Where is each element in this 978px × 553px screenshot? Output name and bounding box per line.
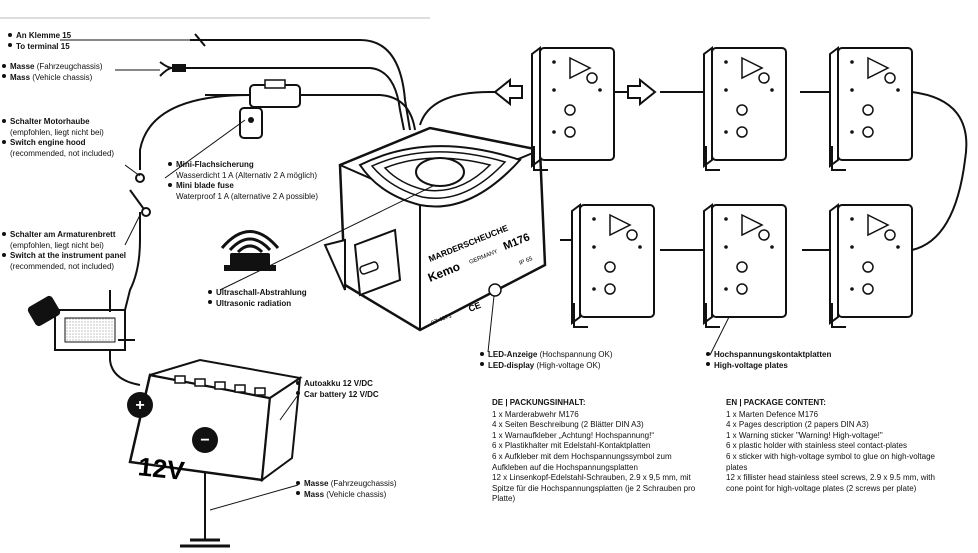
label-ultrasonic: Ultraschall-Abstrahlung Ultrasonic radia… <box>208 288 307 309</box>
package-heading-de: DE | PACKUNGSINHALT: <box>492 398 586 407</box>
kemo-m176-device <box>323 126 547 332</box>
wire-fuse <box>205 94 416 131</box>
mass-terminal-icon <box>159 61 186 77</box>
wire-hood <box>139 94 251 170</box>
ultrasonic-icon <box>220 230 280 271</box>
package-heading-en: EN | PACKAGE CONTENT: <box>726 398 826 407</box>
wire-loop-right <box>911 91 968 251</box>
list-item: 1 x Marderabwehr M176 <box>492 409 579 419</box>
screw-icon <box>586 72 598 84</box>
screw-icon <box>862 261 874 273</box>
list-item: 12 x Linsenkopf-Edelstahl-Schrauben, 2.9… <box>492 473 696 504</box>
list-item: 6 x Plastikhalter mit Edelstahl-Kontaktp… <box>492 441 651 451</box>
screw-icon <box>564 104 576 116</box>
hv-plate <box>829 46 913 171</box>
label-led: LED-Anzeige (Hochspannung OK) LED-displa… <box>480 350 613 371</box>
list-item: 1 x Marten Defence M176 <box>726 409 819 419</box>
hv-warning-icon <box>867 56 890 80</box>
screw-icon <box>758 72 770 84</box>
wire-mass-top <box>185 67 405 131</box>
screw-icon <box>736 261 748 273</box>
device-ip: IP 65 <box>519 256 535 267</box>
screw-icon <box>758 229 770 241</box>
screw-icon <box>884 72 896 84</box>
wire-terminal15 <box>190 39 411 131</box>
screw-icon <box>862 283 874 295</box>
ground-icon <box>180 538 230 548</box>
blade-fuse-icon <box>239 79 301 139</box>
wire-to-plates <box>419 91 512 126</box>
terminal15-end-icon <box>194 33 206 47</box>
hv-warning-icon <box>609 213 632 237</box>
hv-plate <box>531 46 615 171</box>
hv-warning-icon <box>569 56 592 80</box>
list-item: 12 x fillister head stainless steel scre… <box>726 473 935 493</box>
screw-icon <box>862 104 874 116</box>
battery-plus-label: + <box>135 397 144 414</box>
label-mass-bottom: Masse (Fahrzeugchassis) Mass (Vehicle ch… <box>296 479 397 500</box>
screw-icon <box>604 261 616 273</box>
label-mass-top: Masse (Fahrzeugchassis) Mass (Vehicle ch… <box>2 62 103 83</box>
list-item: 4 x Seiten Beschreibung (2 Blätter DIN A… <box>492 420 644 430</box>
screw-icon <box>564 126 576 138</box>
label-fuse: Mini-Flachsicherung Wasserdicht 1 A (Alt… <box>168 160 318 202</box>
label-plates: Hochspannungskontaktplatten High-voltage… <box>706 350 831 371</box>
screw-icon <box>884 229 896 241</box>
list-item: 6 x plastic holder with stainless steel … <box>726 441 907 451</box>
hv-plate <box>829 203 913 328</box>
hv-plate <box>571 203 655 328</box>
screw-icon <box>862 126 874 138</box>
battery-minus-label: − <box>200 432 209 449</box>
package-content-de: DE | PACKUNGSINHALT: 1 x Marderabwehr M1… <box>492 398 704 505</box>
hood-switch-icon <box>129 173 151 217</box>
car-battery <box>127 358 303 483</box>
wire-hood-down <box>124 212 141 311</box>
screw-icon <box>604 283 616 295</box>
device-ce: CE <box>467 300 482 314</box>
list-item: 1 x Warning sticker "Warning! High-volta… <box>726 430 883 440</box>
hv-plate <box>703 46 787 171</box>
wire-battery-plus <box>109 335 141 386</box>
label-hood-switch: Schalter Motorhaube (empfohlen, liegt ni… <box>2 117 114 159</box>
hv-plate <box>703 203 787 328</box>
list-item: 6 x sticker with high-voltage symbol to … <box>726 451 935 472</box>
screw-icon <box>626 229 638 241</box>
arrow-left-icon <box>493 77 523 107</box>
list-item: 1 x Warnaufkleber „Achtung! Hochspannung… <box>492 430 655 440</box>
package-content-en: EN | PACKAGE CONTENT: 1 x Marten Defence… <box>726 398 944 494</box>
hv-plates <box>531 46 913 328</box>
hv-warning-icon <box>867 213 890 237</box>
screw-icon <box>736 283 748 295</box>
toggle-switch-icon <box>27 290 135 351</box>
label-terminal15: An Klemme 15 To terminal 15 <box>8 31 71 52</box>
list-item: 6 x Aufkleber mit dem Hochspannungssymbo… <box>492 451 672 472</box>
hv-warning-icon <box>741 213 764 237</box>
list-item: 4 x Pages description (2 papers DIN A3) <box>726 420 869 430</box>
hv-warning-icon <box>741 56 764 80</box>
arrow-right-icon <box>627 77 657 107</box>
screw-icon <box>736 104 748 116</box>
label-dash-switch: Schalter am Armaturenbrett (empfohlen, l… <box>2 230 126 272</box>
label-battery: Autoakku 12 V/DC Car battery 12 V/DC <box>296 379 379 400</box>
screw-icon <box>736 126 748 138</box>
battery-voltage: 12V <box>137 451 187 486</box>
